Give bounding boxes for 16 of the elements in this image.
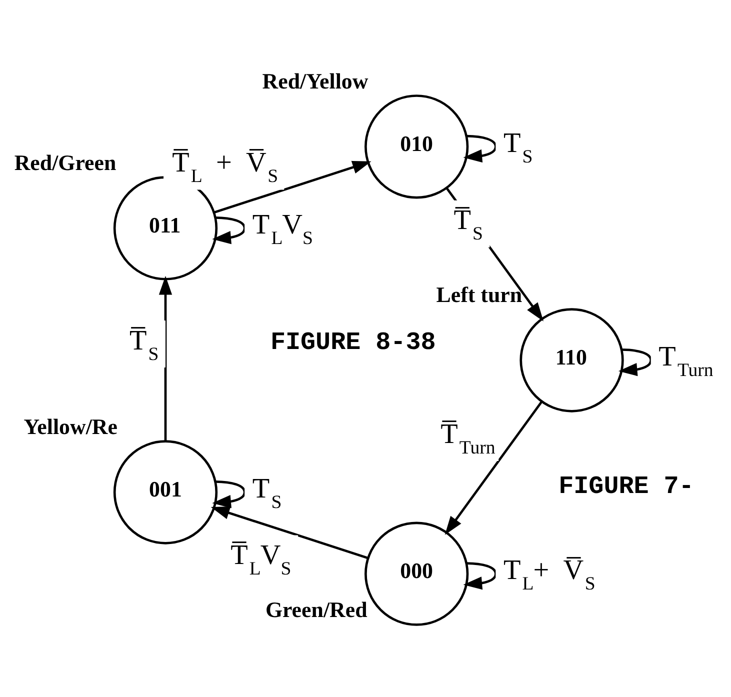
edge-label: T̅$_{S}$ [454, 205, 483, 245]
edge-label: T̅$_{L}$V$_{S}$ [230, 540, 292, 580]
node-label: Left turn [436, 282, 522, 307]
node-label: Red/Green [14, 150, 116, 175]
edge-label: T$_{S}$ [504, 128, 533, 168]
edge-label: T$_{L}$V$_{S}$ [252, 210, 313, 250]
edge-label: T̅$_{S}$ [129, 325, 159, 365]
node-label: Yellow/Re [24, 414, 118, 439]
label: FIGURE 8-38 [270, 328, 436, 357]
edge-label: T$_{L}$+ V̅$_{S}$ [504, 555, 596, 595]
edge-label: T$_{Turn}$ [658, 342, 714, 382]
node-label: Red/Yellow [262, 68, 368, 94]
label: FIGURE 7- [558, 472, 694, 502]
node-label: Green/Red [265, 597, 368, 622]
edge-label: T̅$_{Turn}$ [440, 418, 496, 458]
edge-label: T$_{S}$ [252, 474, 282, 514]
